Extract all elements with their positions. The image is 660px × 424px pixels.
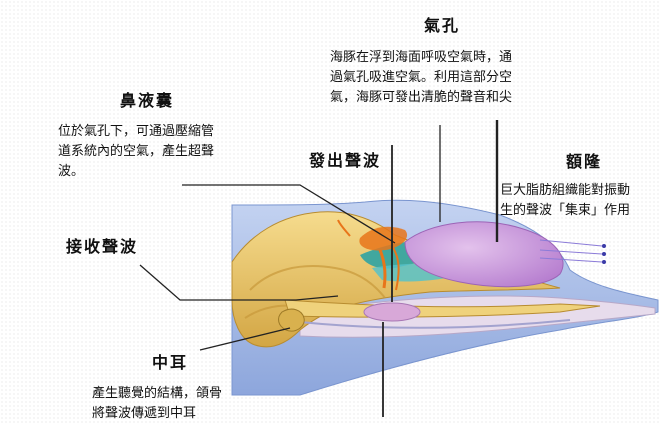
melon-description: 巨大脂肪組織能對振動 生的聲波「集束」作用 <box>500 181 630 221</box>
pink-sac <box>363 302 421 322</box>
melon-title: 額隆 <box>566 152 603 171</box>
nasal-sac-title: 鼻液囊 <box>120 91 175 110</box>
blowhole-line-3: 氣，海豚可發出清脆的聲音和尖 <box>330 90 513 105</box>
sound-rays <box>539 239 603 263</box>
middle-ear-description: 產生聽覺的結構，頜骨 將聲波傳遞到中耳 <box>92 384 222 424</box>
melon-shape <box>404 221 564 288</box>
nasal-sac-description: 位於氣孔下，可通過壓縮管 道系統內的空氣，產生超聲 波。 <box>58 122 214 182</box>
blowhole-title: 氣孔 <box>424 16 461 35</box>
nasal-sac-line-1: 位於氣孔下，可通過壓縮管 <box>58 124 215 139</box>
nasal-sac-line-3: 波。 <box>58 164 85 179</box>
leader-lines <box>139 120 499 417</box>
middle-ear-title: 中耳 <box>152 353 189 372</box>
nasal-sac-line-2: 道系統內的空氣，產生超聲 <box>58 144 215 159</box>
middle-ear-leader <box>199 327 291 351</box>
nasal-sac-leader <box>182 184 396 244</box>
blowhole-line-1: 海豚在浮到海面呼吸空氣時，通 <box>330 50 513 65</box>
middle-ear-line-2: 將聲波傳遞到中耳 <box>92 406 197 421</box>
middle-ear-shape <box>278 308 305 332</box>
middle-ear-line-1: 產生聽覺的結構，頜骨 <box>92 386 223 401</box>
blowhole-line-2: 過氣孔吸進空氣。利用這部分空 <box>330 70 513 85</box>
melon-line-1: 巨大脂肪組織能對振動 <box>500 183 631 198</box>
receive-sound-title: 接收聲波 <box>66 237 139 256</box>
receive-sound-leader <box>139 264 339 301</box>
blowhole-description: 海豚在浮到海面呼吸空氣時，通 過氣孔吸進空氣。利用這部分空 氣，海豚可發出清脆的… <box>330 48 512 108</box>
nasal-sac-shape <box>359 226 408 251</box>
emit-sound-title: 發出聲波 <box>309 151 382 170</box>
melon-line-2: 生的聲波「集束」作用 <box>500 203 631 218</box>
